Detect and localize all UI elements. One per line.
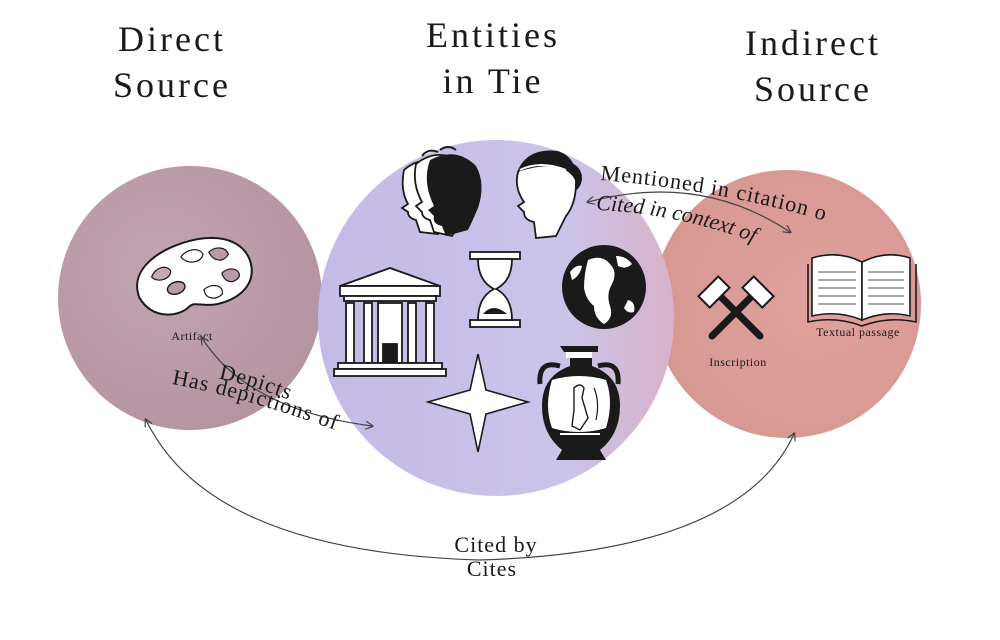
citation-context-arrow xyxy=(588,191,790,232)
cited-by-label: Cited by xyxy=(454,532,537,557)
direct-source-title: Direct Source xyxy=(72,16,272,108)
direct-source-title-line2: Source xyxy=(113,65,231,105)
globe-icon xyxy=(562,245,646,329)
palette-icon xyxy=(136,236,253,316)
indirect-source-circle xyxy=(653,170,921,438)
cites-label: Cites xyxy=(467,556,517,581)
artifact-label: Artifact xyxy=(171,329,212,343)
open-book-icon xyxy=(807,254,917,327)
textual-passage-label: Textual passage xyxy=(816,325,900,339)
woman-profile-head-icon xyxy=(515,150,582,239)
indirect-source-title: Indirect Source xyxy=(713,20,913,112)
inscription-label: Inscription xyxy=(709,355,767,369)
star-icon xyxy=(425,353,531,453)
direct-source-title-line1: Direct xyxy=(118,19,226,59)
temple-icon xyxy=(333,267,447,377)
cites-arrow xyxy=(146,420,794,561)
crossed-hammers-icon xyxy=(697,275,775,340)
indirect-source-title-line2: Source xyxy=(754,69,872,109)
entities-in-tie-title: Entities in Tie xyxy=(393,12,593,104)
three-laurel-heads-icon xyxy=(400,146,482,238)
indirect-source-title-line1: Indirect xyxy=(745,23,881,63)
hourglass-icon xyxy=(469,251,521,328)
entities-in-tie-title-line1: Entities xyxy=(426,15,560,55)
entities-in-tie-title-line2: in Tie xyxy=(442,61,544,101)
